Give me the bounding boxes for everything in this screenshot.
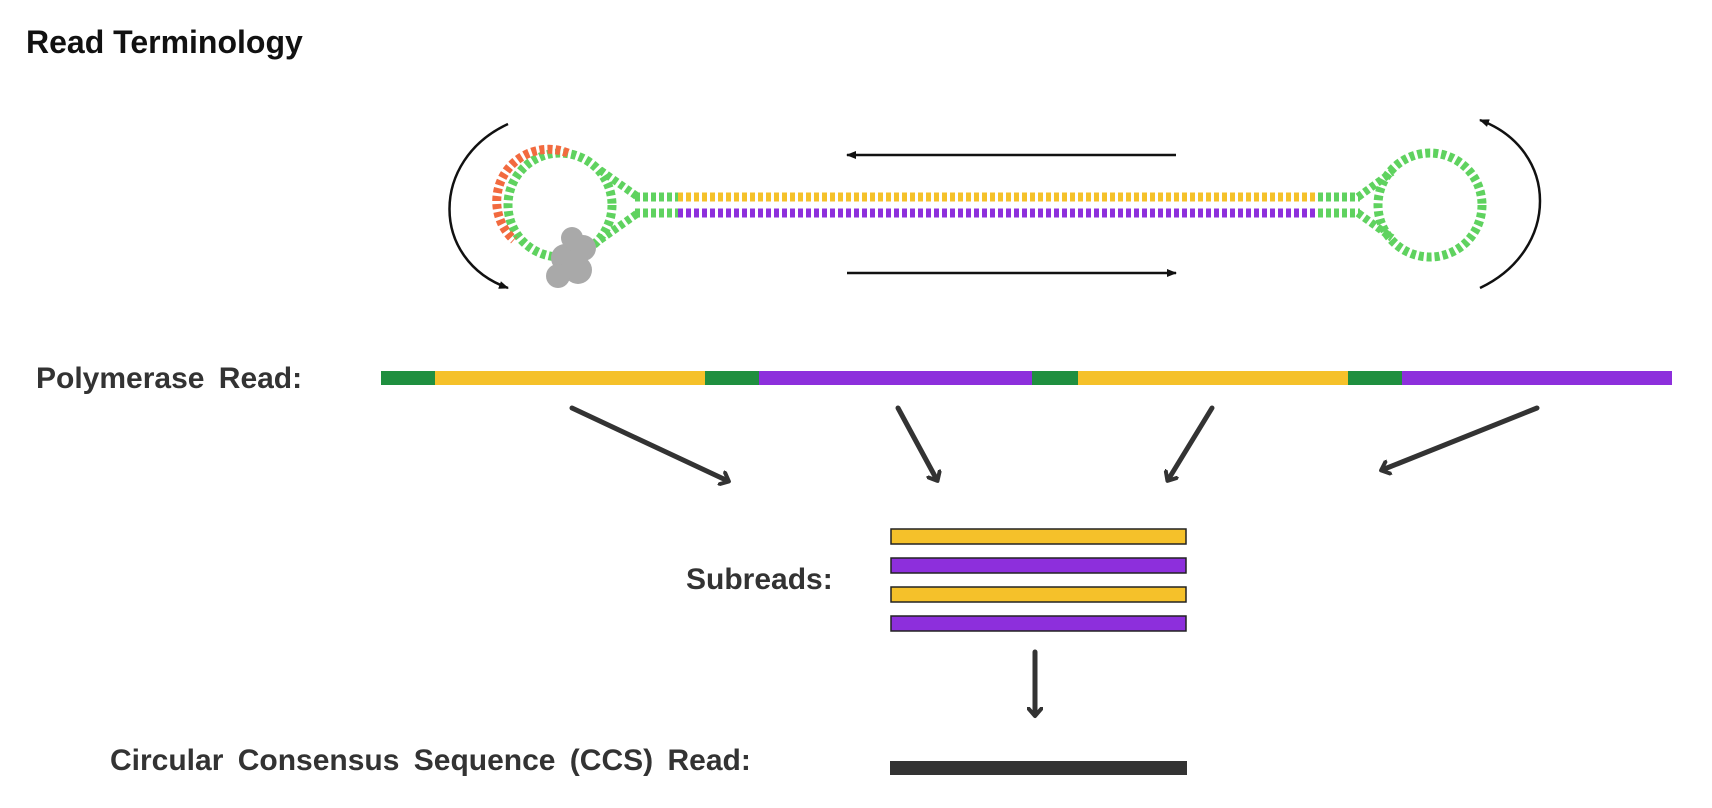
subread-bar-insert-reverse — [890, 615, 1187, 632]
arrow-to-subreads-4 — [1382, 405, 1540, 470]
polymerase-segment-insert-reverse — [759, 371, 1032, 385]
subread-bar-insert-forward — [890, 528, 1187, 545]
page-title: Read Terminology — [26, 24, 303, 60]
ccs-read-label: Circular Consensus Sequence (CCS) Read: — [110, 744, 751, 777]
polymerase-segment-adapter — [1032, 371, 1078, 385]
primer-strand — [492, 144, 570, 244]
polymerase-segment-insert-reverse — [1402, 371, 1672, 385]
subread-bar-insert-forward — [890, 586, 1187, 603]
subread-bar-insert-reverse — [890, 557, 1187, 574]
polymerase-segment-insert-forward — [1078, 371, 1348, 385]
subreads-stack — [890, 528, 1187, 632]
polymerase-segment-adapter — [381, 371, 435, 385]
polymerase-icon — [546, 227, 596, 288]
polymerase-segment-adapter — [705, 371, 759, 385]
ccs-read-bar — [890, 761, 1187, 775]
insert-duplex — [635, 192, 1360, 218]
rotation-arrow-left — [448, 122, 509, 290]
polymerase-read-label: Polymerase Read: — [36, 362, 303, 395]
polymerase-segment-adapter — [1348, 371, 1402, 385]
arrow-to-subreads-2 — [895, 405, 937, 480]
polymerase-segment-insert-forward — [435, 371, 705, 385]
rotation-arrow-right — [1479, 118, 1542, 290]
arrow-to-subreads-1 — [569, 405, 728, 481]
right-hairpin — [1355, 148, 1487, 262]
arrow-to-subreads-3 — [1168, 405, 1215, 480]
polymerase-read-bar — [381, 371, 1672, 385]
subreads-label: Subreads: — [686, 563, 833, 596]
